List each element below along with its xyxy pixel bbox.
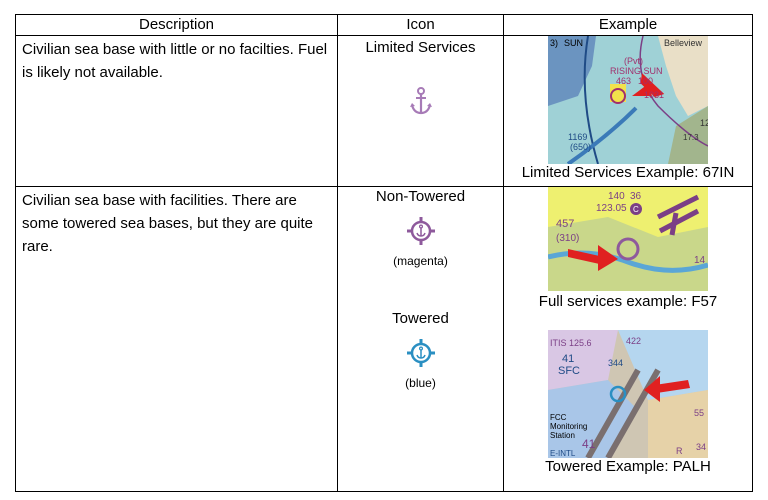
map-label: 12: [700, 118, 708, 128]
map-label: Belleview: [664, 38, 703, 48]
example-caption: Full services example: F57: [538, 293, 718, 310]
description-text: Civilian sea base with facilities. There…: [22, 192, 314, 255]
header-icon: Icon: [337, 14, 504, 36]
table-header-row: Description Icon Example: [15, 14, 753, 36]
icon-cell: Non-Towered (magenta) Towered (blue): [337, 186, 504, 492]
map-label: C: [633, 205, 639, 214]
map-label: 344: [608, 358, 623, 368]
sectional-chart-example-67in: 3) SUN Belleview (Pvt) RISING SUN 463 10…: [548, 36, 708, 164]
map-label: 463: [616, 76, 631, 86]
sectional-chart-example-f57: 140 36 123.05 C 457 (310) 14: [548, 187, 708, 291]
description-cell: Civilian sea base with little or no faci…: [15, 35, 338, 187]
map-label: FCC: [550, 413, 567, 422]
seaplane-base-blue-icon: [406, 339, 435, 367]
towered-color-note: (blue): [405, 376, 436, 390]
header-description: Description: [15, 14, 338, 36]
icon-label: Limited Services: [365, 39, 476, 56]
map-label: (650): [570, 142, 591, 152]
map-label: 3): [550, 38, 558, 48]
map-label: 1169: [568, 132, 587, 142]
map-label: RISING SUN: [610, 66, 663, 76]
map-label: 1031: [644, 90, 664, 100]
map-label: 36: [630, 191, 642, 202]
map-label: 100: [638, 76, 653, 86]
map-label: E-INTL: [550, 449, 576, 458]
map-label: 457: [556, 218, 574, 230]
example-caption: Limited Services Example: 67IN: [521, 164, 735, 181]
map-label: 17.3: [683, 133, 699, 142]
map-label: Monitoring: [550, 422, 587, 431]
map-label: (310): [556, 233, 579, 244]
table-row: Civilian sea base with little or no faci…: [15, 35, 753, 187]
anchor-icon: [409, 87, 432, 115]
icon-cell: Limited Services: [337, 35, 504, 187]
seaplane-base-magenta-icon: [406, 217, 435, 245]
example-caption: Towered Example: PALH: [545, 458, 711, 475]
map-label: Station: [550, 431, 575, 440]
non-towered-color-note: (magenta): [393, 254, 448, 268]
map-label: SFC: [558, 365, 580, 377]
map-label: SUN: [564, 38, 583, 48]
non-towered-label: Non-Towered: [375, 188, 466, 205]
example-cell: 3) SUN Belleview (Pvt) RISING SUN 463 10…: [503, 35, 753, 187]
towered-label: Towered: [392, 310, 449, 327]
map-label: (Pvt): [624, 56, 643, 66]
map-label: ITIS 125.6: [550, 338, 592, 348]
header-example: Example: [503, 14, 753, 36]
table-row: Civilian sea base with facilities. There…: [15, 186, 753, 492]
sectional-chart-example-palh: ITIS 125.6 422 41 SFC 344 55 FCC Monitor…: [548, 330, 708, 458]
description-cell: Civilian sea base with facilities. There…: [15, 186, 338, 492]
map-label: 14: [694, 255, 706, 266]
map-label: 55: [694, 408, 704, 418]
map-label: R: [676, 446, 683, 456]
map-label: 140: [608, 191, 625, 202]
example-cell: 140 36 123.05 C 457 (310) 14 Full servic…: [503, 186, 753, 492]
map-label: 34: [696, 442, 706, 452]
seaplane-base-legend-table: Description Icon Example Civilian sea ba…: [15, 14, 753, 492]
map-label: 422: [626, 336, 641, 346]
description-text: Civilian sea base with little or no faci…: [22, 41, 328, 81]
map-label: 41: [562, 353, 574, 365]
map-label: 41: [582, 437, 596, 451]
map-label: 123.05: [596, 203, 627, 214]
